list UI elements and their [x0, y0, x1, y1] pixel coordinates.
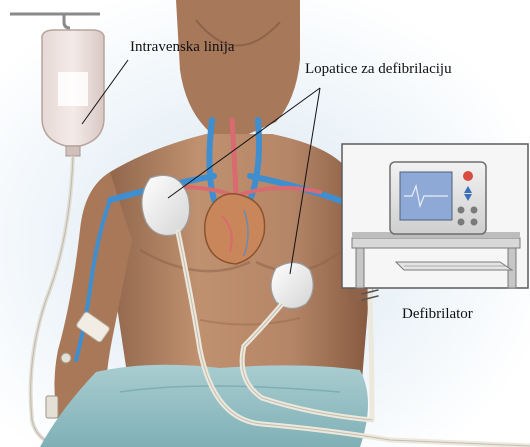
iv-bag-icon	[42, 30, 104, 156]
label-defibrillation-pads: Lopatice za defibrilaciju	[305, 62, 452, 77]
label-defibrillator: Defibrilator	[402, 307, 473, 322]
label-iv-line: Intravenska linija	[130, 40, 235, 55]
defibrillation-pad-lower	[271, 262, 313, 308]
defibrillation-pad-upper	[142, 175, 190, 235]
defibrillator-monitor-icon	[390, 162, 486, 234]
